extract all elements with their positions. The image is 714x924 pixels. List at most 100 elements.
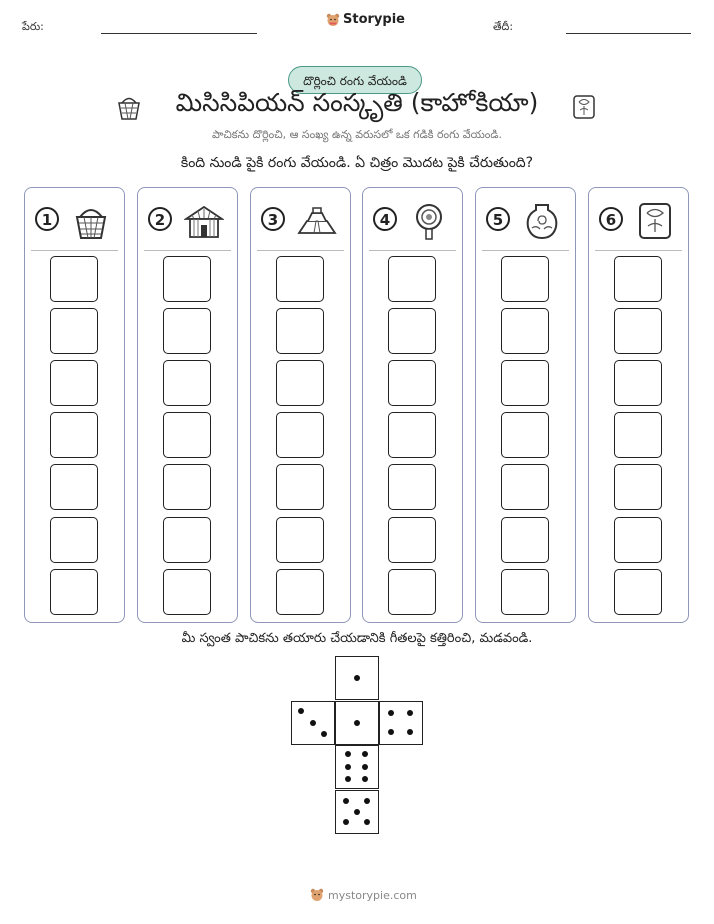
column-number: 4 [373,207,397,231]
dice-pip [309,719,316,726]
dice-pip [345,751,352,758]
color-box[interactable] [501,569,549,615]
color-box[interactable] [388,569,436,615]
name-line[interactable] [101,33,257,34]
color-box[interactable] [388,308,436,354]
activity-badge: దొర్లించి రంగు వేయండి [288,66,422,94]
color-box[interactable] [501,464,549,510]
cut-instruction: మీ స్వంత పాచికను తయారు చేయడానికి గీతలపై … [181,631,533,646]
color-box[interactable] [50,412,98,458]
color-box[interactable] [614,256,662,302]
dice-face-5 [335,790,379,834]
column-4: 4 [362,187,463,623]
dice-pip [361,751,368,758]
date-line[interactable] [566,33,691,34]
column-3: 3 [250,187,351,623]
engraved-tablet-icon [639,203,671,239]
brand-logo: Storypie [326,12,405,27]
dice-pip [320,730,327,737]
color-box[interactable] [276,412,324,458]
dice-face-4 [379,701,423,745]
column-5: 5 [475,187,576,623]
dice-face-1 [335,656,379,700]
color-box[interactable] [501,412,549,458]
color-box[interactable] [614,412,662,458]
dice-pip [298,708,305,715]
color-box[interactable] [163,256,211,302]
color-box[interactable] [614,360,662,406]
brand-name: Storypie [343,12,405,27]
column-number: 5 [486,207,510,231]
color-box[interactable] [614,517,662,563]
color-box[interactable] [501,517,549,563]
dice-pip [353,674,360,681]
shell-gorget-icon [416,204,442,240]
date-label: తేదీ: [493,20,514,33]
color-box[interactable] [614,308,662,354]
color-box[interactable] [50,569,98,615]
color-box[interactable] [501,360,549,406]
dice-pip [363,818,370,825]
color-box[interactable] [614,464,662,510]
color-box[interactable] [50,308,98,354]
color-box[interactable] [276,256,324,302]
dice-pip [361,763,368,770]
color-box[interactable] [276,308,324,354]
color-box[interactable] [276,360,324,406]
color-box[interactable] [163,569,211,615]
subtitle: పాచికను దొర్లించి, ఆ సంఖ్య ఉన్న వరుసలో ఒ… [212,128,502,141]
column-divider [595,250,682,251]
basket-icon [75,209,107,239]
color-box[interactable] [50,517,98,563]
color-box[interactable] [614,569,662,615]
color-box[interactable] [501,256,549,302]
bear-logo-icon [310,888,324,901]
column-2: 2 [137,187,238,623]
color-box[interactable] [388,464,436,510]
dice-pip [345,775,352,782]
color-box[interactable] [163,308,211,354]
color-box[interactable] [501,308,549,354]
color-box[interactable] [163,412,211,458]
footer-url: mystorypie.com [328,888,417,902]
column-number: 6 [599,207,623,231]
thatched-hut-icon [184,205,224,238]
color-box[interactable] [276,569,324,615]
dice-pip [361,775,368,782]
color-box[interactable] [163,517,211,563]
color-box[interactable] [163,464,211,510]
color-box[interactable] [276,517,324,563]
basket-icon [118,97,140,120]
color-box[interactable] [388,256,436,302]
color-box[interactable] [163,360,211,406]
name-label: పేరు: [22,20,44,33]
column-number: 3 [261,207,285,231]
engraved-tablet-icon [573,95,595,119]
dice-pip [363,798,370,805]
dice-pip [343,818,350,825]
bear-logo-icon [326,13,340,26]
dice-pip [343,798,350,805]
color-box[interactable] [388,412,436,458]
color-box[interactable] [50,464,98,510]
column-1: 1 [24,187,125,623]
column-6: 6 [588,187,689,623]
dice-pip [406,710,413,717]
dice-face-6 [335,745,379,789]
color-box[interactable] [50,360,98,406]
column-divider [144,250,231,251]
mound-pyramid-icon [297,207,337,234]
color-box[interactable] [276,464,324,510]
dice-pip [353,719,360,726]
dice-face-1 [335,701,379,745]
instruction: కింది నుండి పైకి రంగు వేయండి. ఏ చిత్రం మ… [180,155,534,171]
dice-pip [388,710,395,717]
footer: mystorypie.com [310,888,417,902]
page-title: మిసిసిపియన్ సంస్కృతి (కాహోకియా) [175,88,539,117]
color-box[interactable] [50,256,98,302]
color-box[interactable] [388,360,436,406]
spiral-pot-icon [526,204,558,240]
color-box[interactable] [388,517,436,563]
dice-face-3 [291,701,335,745]
dice-pip [388,728,395,735]
